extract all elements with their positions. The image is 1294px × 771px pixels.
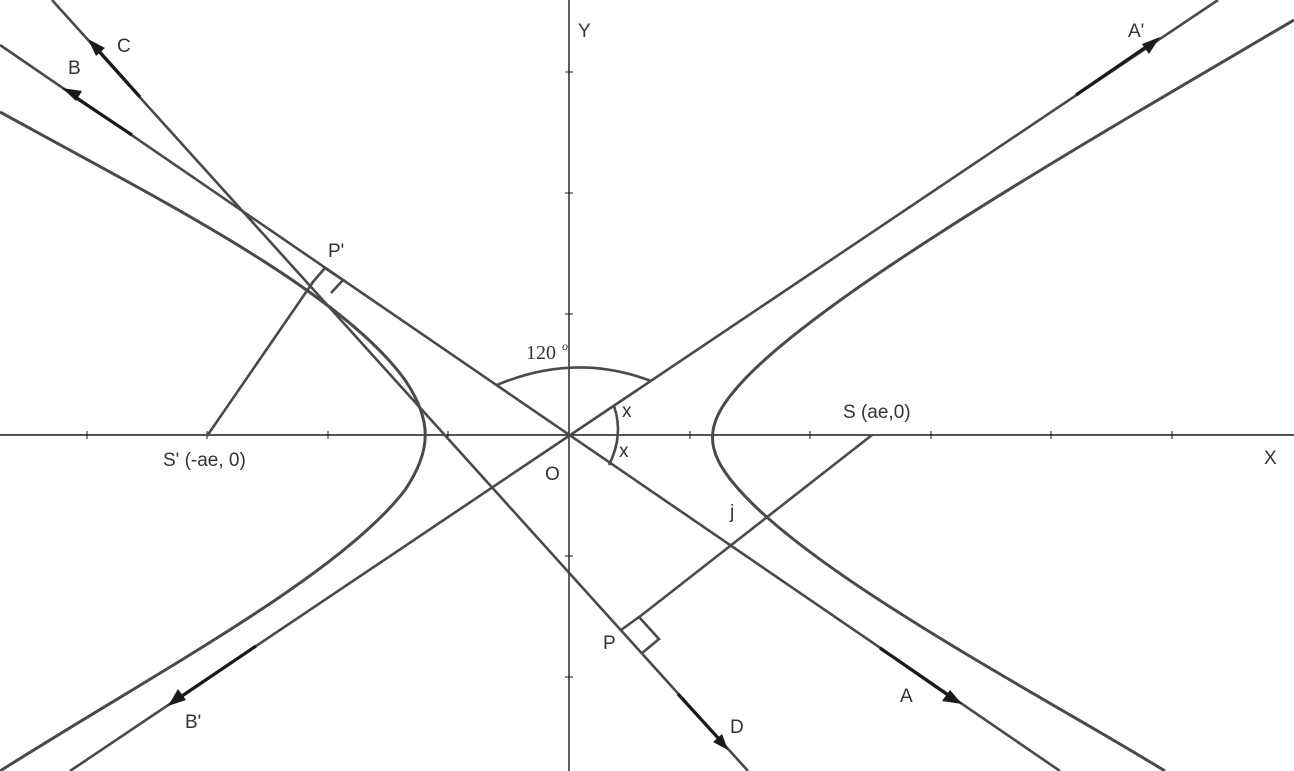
label-x-axis: X: [1264, 448, 1277, 469]
label-p: P: [603, 633, 616, 654]
label-b-prime: B': [185, 712, 201, 733]
y-axis-ticks: [565, 71, 573, 678]
hyperbola-right-branch: [711, 18, 1294, 771]
label-x-lower: x: [619, 441, 629, 462]
label-d: D: [730, 717, 744, 738]
label-b: B: [68, 58, 81, 79]
angle-arc-x: [607, 405, 620, 466]
line-c-d: [51, 0, 749, 771]
label-origin: O: [545, 464, 560, 485]
label-angle-degree: o: [562, 339, 568, 353]
angle-arc-120: [496, 366, 652, 387]
arrow-a-prime: [1075, 37, 1160, 97]
label-s-focus: S (ae,0): [843, 402, 911, 423]
label-j: j: [729, 502, 734, 523]
asymptote-a-prime-b-prime: [69, 0, 1219, 771]
label-s-prime-focus: S' (-ae, 0): [163, 450, 246, 471]
arrow-b-prime: [168, 644, 257, 706]
label-c: C: [117, 36, 131, 57]
arrow-c: [88, 39, 142, 99]
label-x-upper: x: [622, 401, 632, 422]
perpendicular-s-prime-to-p-prime: [205, 281, 315, 437]
label-y-axis: Y: [578, 21, 591, 42]
label-p-prime: P': [328, 241, 344, 262]
x-axis-ticks: [86, 431, 1173, 439]
label-angle-value: 120: [526, 342, 556, 364]
label-a-prime: A': [1128, 21, 1144, 42]
hyperbola-left-branch: [0, 110, 427, 771]
right-angle-marker-p: [620, 615, 661, 655]
right-angle-marker-p-prime: [311, 266, 345, 294]
perpendicular-s-to-p: [637, 433, 873, 620]
arrow-b: [62, 88, 133, 137]
label-a: A: [900, 686, 913, 707]
arrow-d: [676, 692, 728, 750]
arrow-a: [879, 646, 962, 704]
